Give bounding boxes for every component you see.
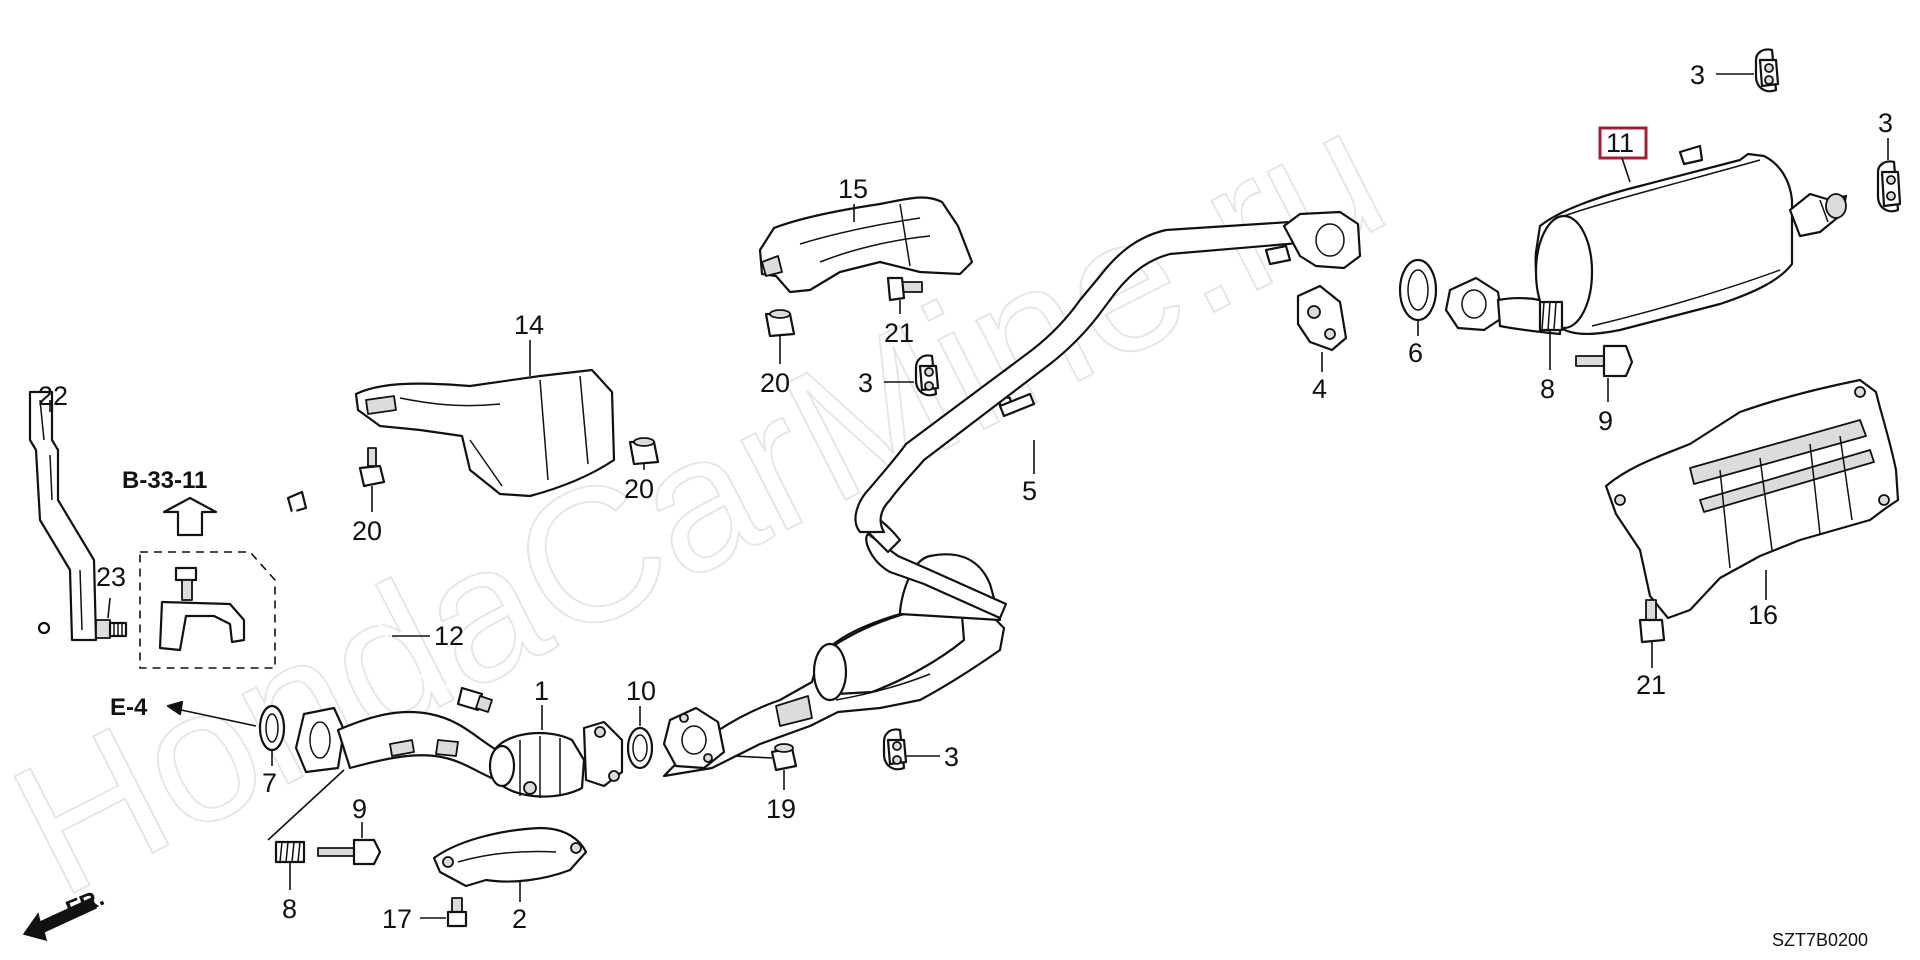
highlight-box-11 <box>1598 126 1648 160</box>
callout-23: 23 <box>96 562 126 592</box>
watermark: HondaCarMine.ru <box>0 67 1415 937</box>
diagram-code: SZT7B0200 <box>1772 930 1868 950</box>
callout-9b: 9 <box>1598 406 1613 436</box>
part-12-oxygen-sensor[interactable] <box>285 490 493 713</box>
part-4-hanger[interactable] <box>1296 284 1348 352</box>
part-16-rear-heat-shield[interactable] <box>1604 378 1900 620</box>
front-pipe-flange[interactable] <box>294 706 512 786</box>
callout-10: 10 <box>626 676 656 706</box>
part-17-bolt[interactable] <box>446 897 468 928</box>
part-3-mount-top[interactable] <box>1754 48 1780 93</box>
leader-23 <box>107 597 111 619</box>
part-20-nut-left[interactable] <box>358 447 386 488</box>
ref-b33-label[interactable]: B-33-11 <box>122 467 207 494</box>
leader-e4 <box>171 707 257 727</box>
leader-11 <box>1621 157 1631 183</box>
ref-b33-block <box>139 496 276 669</box>
part-20-nut-upper[interactable] <box>764 309 796 338</box>
callout-22: 22 <box>38 381 68 411</box>
callout-3a: 3 <box>1690 60 1705 90</box>
part-3-mount-lower[interactable] <box>882 728 908 771</box>
part-3-mount-right[interactable] <box>1876 160 1902 213</box>
part-21-bolt-upper[interactable] <box>886 276 923 302</box>
part-15-heat-shield[interactable] <box>758 196 974 294</box>
callout-21b: 21 <box>1636 670 1666 700</box>
part-20-nut-center[interactable] <box>628 437 660 466</box>
part-11-rear-muffler[interactable] <box>1444 144 1848 336</box>
callout-4: 4 <box>1312 374 1327 404</box>
part-5-center-pipe[interactable] <box>662 210 1362 778</box>
part-2-lower-heat-shield[interactable] <box>432 826 588 888</box>
callout-20b: 20 <box>624 474 654 504</box>
callout-11: 11 <box>1606 128 1634 158</box>
part-22-bracket[interactable] <box>28 390 98 642</box>
front-direction-arrow <box>22 896 97 942</box>
callout-3d: 3 <box>1878 108 1893 138</box>
callout-15: 15 <box>838 174 868 204</box>
leader-8-link <box>267 769 345 841</box>
part-5-rear-flange[interactable] <box>662 706 726 770</box>
callout-8a: 8 <box>282 894 297 924</box>
part-8-spring-front[interactable] <box>274 840 306 864</box>
callout-17: 17 <box>382 904 412 934</box>
part-9-bolt-front[interactable] <box>317 838 382 866</box>
part-23-bolt[interactable] <box>95 619 128 639</box>
part-6-gasket[interactable] <box>1398 258 1438 322</box>
leader-19-link <box>733 755 773 759</box>
part-1-catalytic-converter[interactable] <box>488 720 624 798</box>
ref-e4-label[interactable]: E-4 <box>110 694 148 721</box>
callout-2: 2 <box>512 904 527 934</box>
callout-19: 19 <box>766 794 796 824</box>
part-7-gasket[interactable] <box>258 704 286 752</box>
part-14-heat-shield[interactable] <box>354 368 616 498</box>
callout-3c: 3 <box>944 742 959 772</box>
part-19-nut[interactable] <box>770 743 798 772</box>
part-21-bolt-rear[interactable] <box>1638 599 1666 644</box>
e4-arrowhead <box>166 700 184 716</box>
callout-20c: 20 <box>760 368 790 398</box>
part-10-gasket-ring[interactable] <box>626 726 654 770</box>
callout-20a: 20 <box>352 516 382 546</box>
callout-14: 14 <box>514 310 544 340</box>
part-3-mount-center[interactable] <box>914 354 940 397</box>
callout-9a: 9 <box>352 794 367 824</box>
part-9-bolt-rear[interactable] <box>1575 344 1634 378</box>
callout-16: 16 <box>1748 600 1778 630</box>
callout-5: 5 <box>1022 476 1037 506</box>
part-8-spring-rear[interactable] <box>1538 300 1564 332</box>
callout-1: 1 <box>534 676 549 706</box>
callout-3b: 3 <box>858 368 873 398</box>
callout-7: 7 <box>262 768 277 798</box>
callout-8b: 8 <box>1540 374 1555 404</box>
callout-21a: 21 <box>884 318 914 348</box>
callout-12: 12 <box>434 621 464 651</box>
callout-6: 6 <box>1408 338 1423 368</box>
